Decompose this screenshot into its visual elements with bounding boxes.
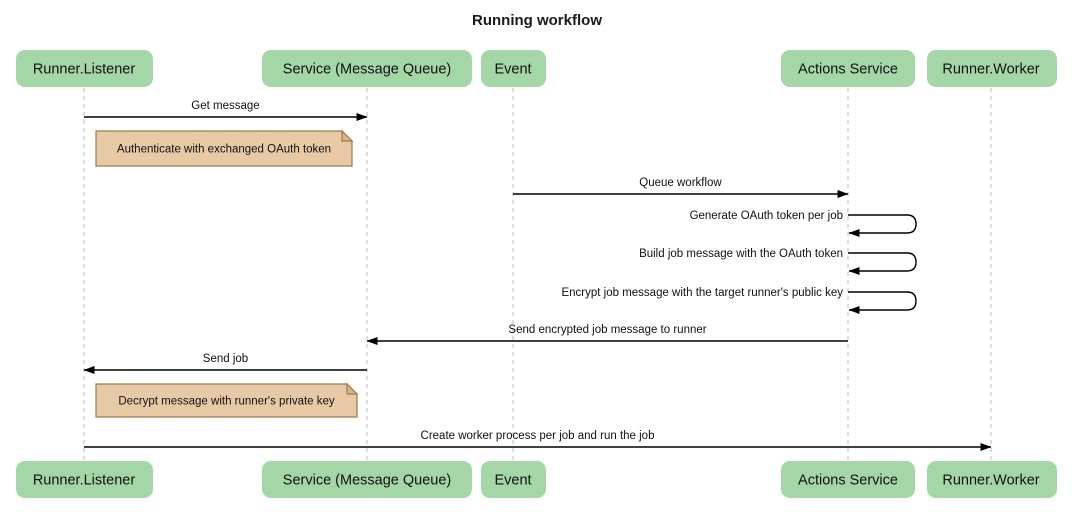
- participant-event-top[interactable]: Event: [481, 50, 546, 87]
- participant-box: [781, 50, 915, 87]
- participant-box: [927, 50, 1057, 87]
- participant-runner-worker-bottom[interactable]: Runner.Worker: [927, 461, 1057, 498]
- participant-box: [16, 50, 153, 87]
- message-label: Queue workflow: [639, 177, 722, 189]
- participant-label: Actions Service: [798, 472, 898, 488]
- note-body: [95, 383, 358, 418]
- participant-event-bottom[interactable]: Event: [481, 461, 546, 498]
- participant-label: Event: [494, 61, 531, 77]
- note-body: [95, 130, 353, 167]
- self-loop-path: [848, 291, 917, 314]
- participant-label: Runner.Listener: [33, 472, 136, 488]
- lifelines-layer: [83, 88, 992, 460]
- participant-runner-worker-top[interactable]: Runner.Worker: [927, 50, 1057, 87]
- participant-label: Event: [494, 472, 531, 488]
- participant-service-message-queue-bottom[interactable]: Service (Message Queue): [262, 461, 472, 498]
- message-send-encrypted-job-message-to-runner[interactable]: Send encrypted job message to runner: [366, 324, 848, 345]
- participant-box: [16, 461, 153, 498]
- participant-actions-service-top[interactable]: Actions Service: [781, 50, 915, 87]
- participant-label: Runner.Listener: [33, 61, 136, 77]
- message-label: Get message: [191, 100, 259, 112]
- participant-box: [927, 461, 1057, 498]
- participant-runner-listener-bottom[interactable]: Runner.Listener: [16, 461, 153, 498]
- message-create-worker-process-per-job-and-run-the-job[interactable]: Create worker process per job and run th…: [84, 430, 992, 451]
- note-decrypt-note[interactable]: Decrypt message with runner's private ke…: [95, 382, 359, 418]
- message-get-message[interactable]: Get message: [84, 100, 368, 121]
- note-label: Decrypt message with runner's private ke…: [118, 396, 335, 408]
- participants-footer: Runner.Listener Service (Message Queue) Ev…: [16, 461, 1057, 498]
- self-loop-path: [848, 252, 917, 275]
- note-authenticate-note[interactable]: Authenticate with exchanged OAuth token: [95, 129, 354, 167]
- participant-runner-listener-top[interactable]: Runner.Listener: [16, 50, 153, 87]
- notes-layer: Authenticate with exchanged OAuth tokenD…: [95, 129, 359, 418]
- message-generate-oauth-token-per-job[interactable]: Generate OAuth token per job: [690, 210, 917, 237]
- participant-label: Service (Message Queue): [283, 472, 451, 488]
- message-label: Build job message with the OAuth token: [639, 248, 843, 260]
- message-encrypt-job-message-with-the-target-runners-public-key[interactable]: Encrypt job message with the target runn…: [561, 287, 917, 314]
- message-label: Send encrypted job message to runner: [508, 324, 706, 336]
- participant-box: [262, 461, 472, 498]
- page-title: Running workflow: [472, 12, 602, 29]
- participant-label: Runner.Worker: [942, 472, 1039, 488]
- note-label: Authenticate with exchanged OAuth token: [117, 144, 331, 156]
- note-fold-corner-icon: [346, 382, 359, 395]
- participant-service-message-queue-top[interactable]: Service (Message Queue): [262, 50, 472, 87]
- participants-header: Runner.Listener Service (Message Queue) Ev…: [16, 50, 1057, 87]
- self-loop-path: [848, 214, 917, 237]
- participant-box: [481, 50, 546, 87]
- participant-box: [262, 50, 472, 87]
- participant-box: [781, 461, 915, 498]
- message-build-job-message-with-the-oauth-token[interactable]: Build job message with the OAuth token: [639, 248, 917, 275]
- message-label: Generate OAuth token per job: [690, 210, 843, 222]
- message-queue-workflow[interactable]: Queue workflow: [513, 177, 849, 198]
- message-label: Create worker process per job and run th…: [421, 430, 655, 442]
- participant-label: Service (Message Queue): [283, 61, 451, 77]
- participant-box: [481, 461, 546, 498]
- message-label: Send job: [203, 353, 248, 365]
- note-fold-corner-icon: [341, 129, 354, 142]
- participant-actions-service-bottom[interactable]: Actions Service: [781, 461, 915, 498]
- message-send-job[interactable]: Send job: [83, 353, 367, 374]
- participant-label: Runner.Worker: [942, 61, 1039, 77]
- participant-label: Actions Service: [798, 61, 898, 77]
- message-label: Encrypt job message with the target runn…: [561, 287, 843, 299]
